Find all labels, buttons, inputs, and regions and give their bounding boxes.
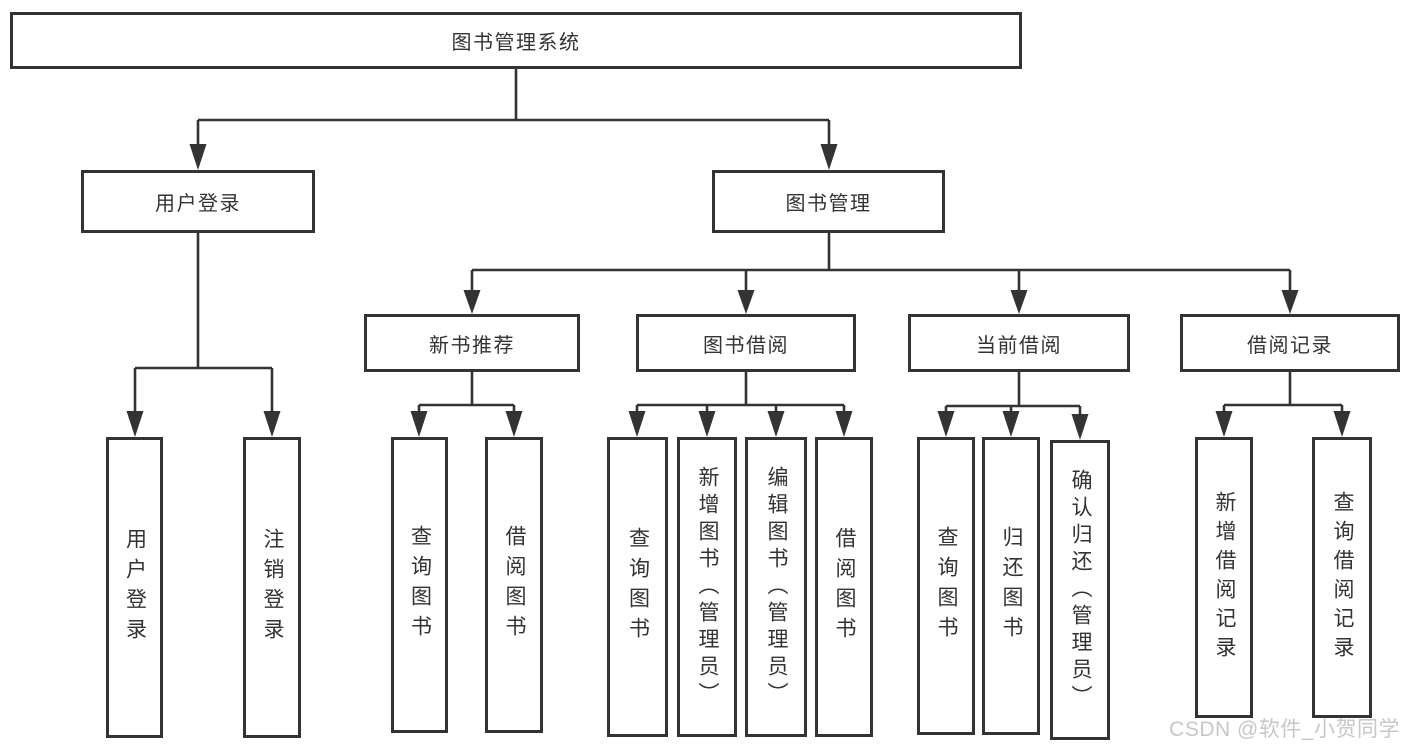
connector-book-borrowing-children (635, 372, 846, 414)
node-add-books-admin-label: 新增图书（管理员） (696, 465, 719, 709)
node-user-login-leaf: 用户登录 (106, 437, 163, 738)
node-book-borrowing-label: 图书借阅 (703, 334, 789, 357)
node-query-books-2: 查询图书 (607, 437, 668, 737)
node-edit-books-admin-label: 编辑图书（管理员） (765, 465, 788, 709)
node-query-borrow-record: 查询借阅记录 (1312, 437, 1372, 718)
node-confirm-return-admin-label: 确认归还（管理员） (1069, 468, 1092, 712)
node-user-login-leaf-label: 用户登录 (123, 527, 147, 648)
node-root-book-management-system: 图书管理系统 (10, 12, 1022, 69)
node-book-management-branch: 图书管理 (712, 170, 945, 233)
node-new-book-recommendation-label: 新书推荐 (429, 334, 515, 357)
connector-root-to-level2 (196, 69, 831, 146)
node-borrow-books-2: 借阅图书 (815, 437, 873, 737)
node-user-login-branch: 用户登录 (81, 170, 315, 233)
node-borrowing-records-label: 借阅记录 (1247, 334, 1333, 357)
node-edit-books-admin: 编辑图书（管理员） (745, 437, 807, 737)
node-query-books-2-label: 查询图书 (626, 527, 650, 647)
node-borrowing-records: 借阅记录 (1180, 314, 1400, 372)
node-borrow-books-1: 借阅图书 (485, 437, 543, 733)
connector-borrowing-records-children (1222, 372, 1344, 414)
arrowheads (126, 144, 1351, 440)
node-root-label: 图书管理系统 (451, 32, 581, 54)
csdn-watermark: CSDN @软件_小贺同学 (1169, 718, 1400, 741)
node-user-login-branch-label: 用户登录 (155, 193, 241, 215)
node-confirm-return-admin: 确认归还（管理员） (1050, 440, 1110, 740)
node-return-books: 归还图书 (982, 437, 1040, 735)
connector-new-book-children (417, 372, 516, 414)
connector-user-login-children (133, 233, 274, 415)
node-book-management-branch-label: 图书管理 (785, 193, 872, 215)
node-current-borrowing-label: 当前借阅 (976, 334, 1062, 357)
node-query-borrow-record-label: 查询借阅记录 (1331, 490, 1354, 665)
connector-current-borrowing-children (944, 372, 1082, 417)
node-query-books-1: 查询图书 (391, 437, 448, 733)
node-borrow-books-2-label: 借阅图书 (833, 527, 856, 647)
node-logout-label: 注销登录 (261, 527, 284, 648)
node-borrow-books-1-label: 借阅图书 (503, 525, 526, 645)
node-query-books-3-label: 查询图书 (935, 526, 958, 646)
node-query-books-3: 查询图书 (917, 437, 975, 735)
node-book-borrowing: 图书借阅 (636, 314, 856, 372)
node-logout: 注销登录 (243, 437, 301, 738)
node-new-book-recommendation: 新书推荐 (364, 314, 580, 372)
node-add-borrow-record-label: 新增借阅记录 (1213, 490, 1236, 665)
node-add-books-admin: 新增图书（管理员） (677, 437, 737, 737)
connector-book-management-children (470, 233, 1292, 292)
node-query-books-1-label: 查询图书 (408, 525, 432, 645)
node-return-books-label: 归还图书 (1000, 526, 1023, 646)
node-current-borrowing: 当前借阅 (908, 314, 1130, 372)
node-add-borrow-record: 新增借阅记录 (1195, 437, 1253, 718)
